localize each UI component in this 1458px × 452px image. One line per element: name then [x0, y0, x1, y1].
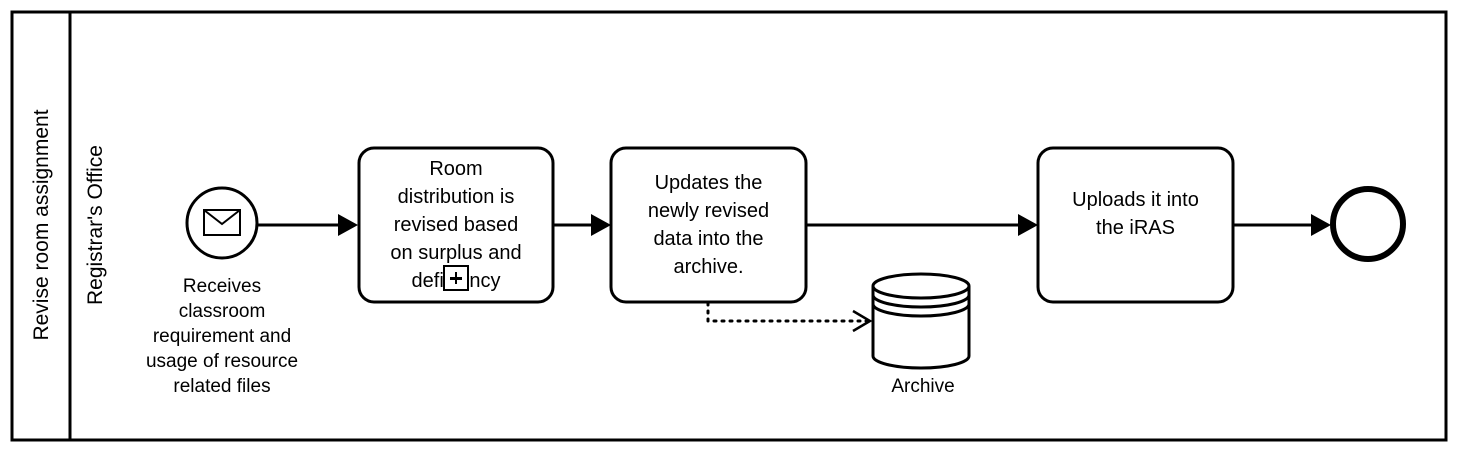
end-event[interactable] — [1330, 186, 1406, 262]
flow-task1-to-task2-arrowhead — [591, 214, 611, 236]
start-event-label: Receives classroom requirement and usage… — [145, 276, 299, 397]
envelope-icon — [203, 209, 241, 236]
data-association-arrowhead — [852, 309, 873, 333]
data-store-label: Archive — [891, 376, 955, 397]
flow-task3-to-end-arrowhead — [1311, 214, 1331, 236]
task-upload-iras[interactable] — [1036, 146, 1235, 304]
task-upload-iras-label: Uploads it into the iRAS — [1072, 189, 1199, 239]
flow-task2-to-task3-arrowhead — [1018, 214, 1038, 236]
task-room-distribution[interactable] — [357, 146, 555, 304]
database-icon[interactable] — [871, 272, 971, 370]
subprocess-plus-icon[interactable] — [443, 265, 469, 291]
task-update-archive[interactable] — [609, 146, 808, 304]
lane-label: Registrar's Office — [84, 145, 107, 306]
flow-start-to-task1-arrowhead — [338, 214, 358, 236]
data-association-archive[interactable] — [706, 301, 870, 323]
pool-label: Revise room assignment — [30, 109, 53, 341]
task-update-archive-label: Updates the newly revised data into the … — [647, 172, 770, 278]
